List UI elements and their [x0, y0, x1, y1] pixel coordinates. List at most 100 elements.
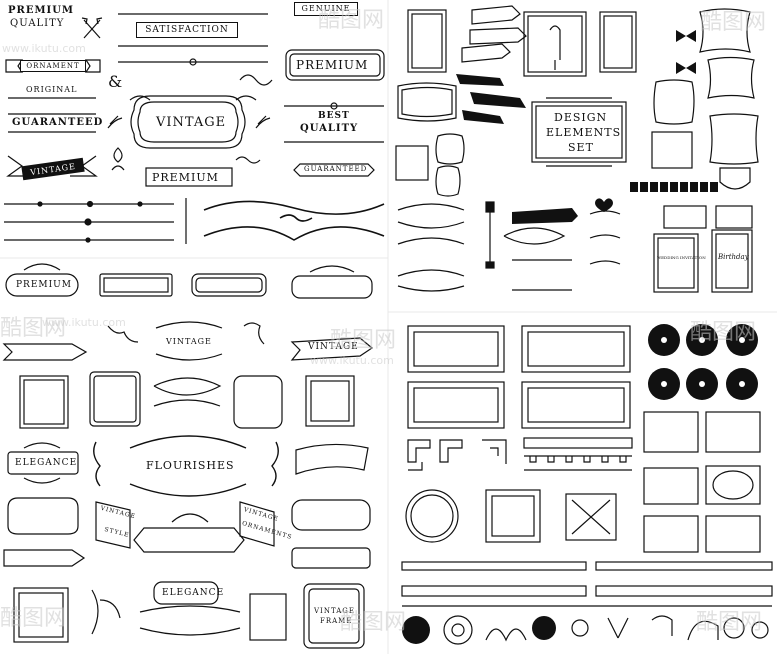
invitation-card [663, 205, 707, 229]
watermark-brand: 酷图网 [700, 10, 767, 35]
elegance-plaque [153, 581, 219, 605]
original-label: ORIGINAL [26, 85, 78, 94]
premium-banner-label: PREMIUM [296, 58, 369, 72]
blank-plaque [191, 273, 267, 297]
vintage-cartouche [130, 95, 246, 149]
vintage-frame-plaque [303, 583, 365, 649]
elegance-plaque [7, 451, 79, 475]
ornate-frame [709, 113, 759, 165]
watermark-site: www.ikutu.com [2, 42, 86, 55]
elegance-label: ELEGANCE [15, 458, 78, 468]
bow-icon [676, 30, 696, 74]
corner-ornament [407, 439, 507, 471]
ribbon-filled [512, 208, 578, 224]
elegance-plaque-label: ELEGANCE [162, 588, 225, 598]
premium-rounded-label: PREMIUM [16, 280, 72, 290]
guaranteed-small-label: GUARANTEED [304, 165, 368, 173]
pillow-frame [707, 56, 755, 99]
bunting-icon [630, 182, 718, 192]
ribbon-filled [456, 74, 526, 124]
ribbon-outline [6, 155, 98, 177]
ornate-frame [19, 375, 69, 429]
square-frame [599, 11, 637, 73]
watermark-brand: 酷图网 [0, 606, 67, 631]
watermark-brand: 酷图网 [330, 328, 397, 353]
ornate-frame [397, 82, 457, 122]
ribbon-outline [471, 5, 521, 25]
invitation-card [715, 205, 753, 229]
flourish-ornament [91, 589, 121, 635]
ribbon-outline [239, 501, 275, 547]
ornate-frame [407, 9, 447, 73]
satisfaction-label: SATISFACTION [145, 24, 229, 35]
flourish-ornament [284, 102, 384, 143]
ribbon-outline [95, 501, 131, 549]
ribbon-outline [3, 549, 86, 567]
ornament-banner: ORNAMENT [20, 60, 86, 72]
divider-line [118, 13, 268, 66]
greek-key-frame [407, 325, 631, 429]
crest-frame [133, 527, 245, 553]
greek-key-band [523, 437, 633, 471]
spade-icon [111, 147, 125, 171]
ornate-frame [233, 375, 283, 429]
greek-key-frame [485, 489, 541, 543]
ampersand-glyph: & [108, 72, 124, 91]
flourish-ornament [93, 435, 279, 497]
premium-quality-title: PREMIUM [8, 5, 74, 16]
ribbon-outline [461, 43, 511, 63]
design-set-title-3: SET [568, 141, 594, 154]
flower-icon [402, 616, 556, 644]
motif-icon [571, 615, 769, 641]
ornate-frame [435, 133, 465, 165]
watermark-brand: 酷图网 [0, 316, 67, 341]
ornate-frame [305, 375, 355, 427]
ornate-frame [643, 467, 699, 505]
ornate-frame [705, 515, 761, 553]
shield-frame [719, 167, 751, 190]
blossom-center [661, 337, 745, 387]
pillow-frame [699, 8, 751, 53]
premium-bar-frame [145, 167, 233, 187]
ornate-frame [643, 411, 699, 453]
ribbon-outline [469, 27, 527, 45]
ornate-frame [705, 465, 761, 505]
plate-outline [7, 497, 79, 535]
ornament-label: ORNAMENT [26, 61, 80, 70]
design-set-title-1: DESIGN [554, 111, 608, 124]
best-label: BEST [318, 111, 350, 121]
guaranteed-label: GUARANTEED [12, 117, 104, 128]
square-frame [395, 145, 429, 181]
blank-plaque [291, 499, 371, 531]
genuine-label: GENUINE [301, 4, 351, 13]
ornate-frame [653, 79, 695, 125]
blank-plaque [291, 547, 371, 569]
vintage-frame-label-1: VINTAGE [314, 607, 355, 615]
flower-icon [443, 615, 473, 645]
ornate-frame [435, 165, 461, 197]
invitation-card [711, 229, 753, 293]
laurel-icon [107, 115, 271, 129]
quality-label: QUALITY [300, 123, 359, 134]
watermark-brand: 酷图网 [340, 610, 407, 635]
square-frame [651, 131, 693, 169]
flourishes-label: FLOURISHES [146, 459, 235, 472]
vintage-frame-label-2: FRAME [320, 617, 353, 625]
flourish-ornament [107, 321, 265, 361]
blank-plaque [99, 273, 173, 297]
ornate-frame [89, 371, 141, 427]
ornate-frame [13, 587, 69, 643]
flourish-ornament [397, 203, 621, 292]
greek-key-frame [565, 493, 617, 541]
satisfaction-banner: SATISFACTION [136, 22, 238, 38]
ornate-frame [643, 515, 699, 553]
watermark-site: www.ikutu.com [310, 354, 394, 367]
ornate-frame [249, 593, 287, 641]
watermark-brand: 酷图网 [318, 8, 385, 33]
wedding-invitation-label: WEDDING INVITATION [657, 255, 706, 260]
vintage-center-label: VINTAGE [156, 115, 227, 130]
ornate-frame [705, 411, 761, 453]
vintage-small-label: VINTAGE [166, 337, 212, 346]
